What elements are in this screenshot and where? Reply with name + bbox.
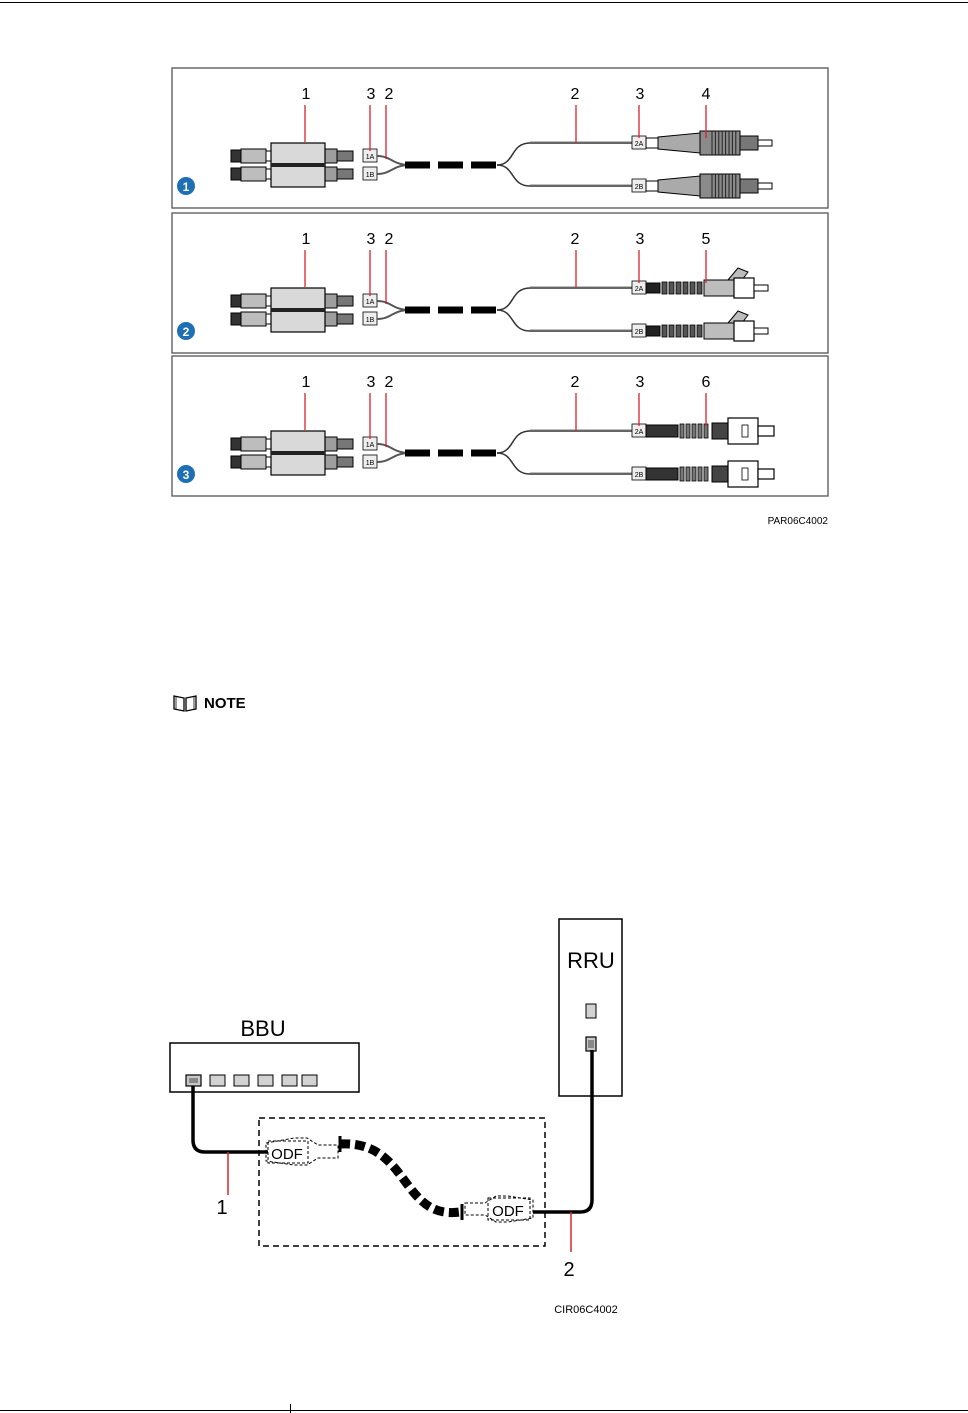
callout-number: 1 xyxy=(302,86,311,103)
callout-number: 3 xyxy=(636,86,645,103)
port-tag-label: 1A xyxy=(366,299,375,306)
odf-right-connector: ODF xyxy=(465,1196,533,1222)
panel-badge-number: 2 xyxy=(183,325,190,339)
port-tag-label: 2A xyxy=(635,286,644,293)
bbu-ports xyxy=(186,1075,317,1086)
book-icon xyxy=(172,694,198,712)
footer-rule-tick xyxy=(290,1404,291,1413)
callout-number: 3 xyxy=(367,374,376,391)
callout-number: 3 xyxy=(636,374,645,391)
rru-box xyxy=(559,919,622,1096)
fiber-1 xyxy=(193,1086,268,1152)
port-tag-label: 1B xyxy=(366,460,375,467)
figure2-code: CIR06C4002 xyxy=(554,1304,618,1316)
callout-number: 2 xyxy=(385,86,394,103)
svg-text:ODF: ODF xyxy=(492,1203,524,1220)
panel-badge-number: 3 xyxy=(183,468,190,482)
callout-number: 1 xyxy=(302,374,311,391)
callout-number: 3 xyxy=(367,86,376,103)
port-tag-label: 1A xyxy=(366,442,375,449)
callout-number: 2 xyxy=(571,86,580,103)
callout-number: 2 xyxy=(571,374,580,391)
port-tag-label: 1B xyxy=(366,172,375,179)
port-tag-label: 2A xyxy=(635,429,644,436)
port-tag-label: 2B xyxy=(635,184,644,191)
fiber-2 xyxy=(533,1050,592,1212)
callout-number: 3 xyxy=(636,231,645,248)
bbu-label: BBU xyxy=(240,1016,285,1041)
port-tag-label: 2A xyxy=(635,141,644,148)
callout-number: 2 xyxy=(385,231,394,248)
svg-text:ODF: ODF xyxy=(271,1146,303,1163)
trunk-cable xyxy=(340,1144,460,1213)
panel-badge-number: 1 xyxy=(183,180,190,194)
note-label: NOTE xyxy=(204,695,246,712)
odf-left-connector: ODF xyxy=(266,1138,338,1165)
note-heading: NOTE xyxy=(172,694,246,712)
callout-number: 1 xyxy=(302,231,311,248)
footer-rule xyxy=(0,1410,968,1411)
callout-number: 6 xyxy=(702,374,711,391)
callout-number: 2 xyxy=(571,231,580,248)
bbu-box xyxy=(170,1043,359,1092)
callout-number: 3 xyxy=(367,231,376,248)
callout-1: 1 xyxy=(216,1197,227,1219)
port-tag-label: 1A xyxy=(366,154,375,161)
figure-code: PAR06C4002 xyxy=(768,516,829,527)
rru-ports xyxy=(586,1004,596,1051)
callout-number: 2 xyxy=(385,374,394,391)
port-tag-label: 2B xyxy=(635,472,644,479)
callout-2: 2 xyxy=(563,1259,574,1281)
rru-label: RRU xyxy=(567,948,615,973)
port-tag-label: 2B xyxy=(635,329,644,336)
port-tag-label: 1B xyxy=(366,317,375,324)
callout-number: 5 xyxy=(702,231,711,248)
callout-number: 4 xyxy=(702,86,711,103)
odf-enclosure xyxy=(259,1118,545,1246)
